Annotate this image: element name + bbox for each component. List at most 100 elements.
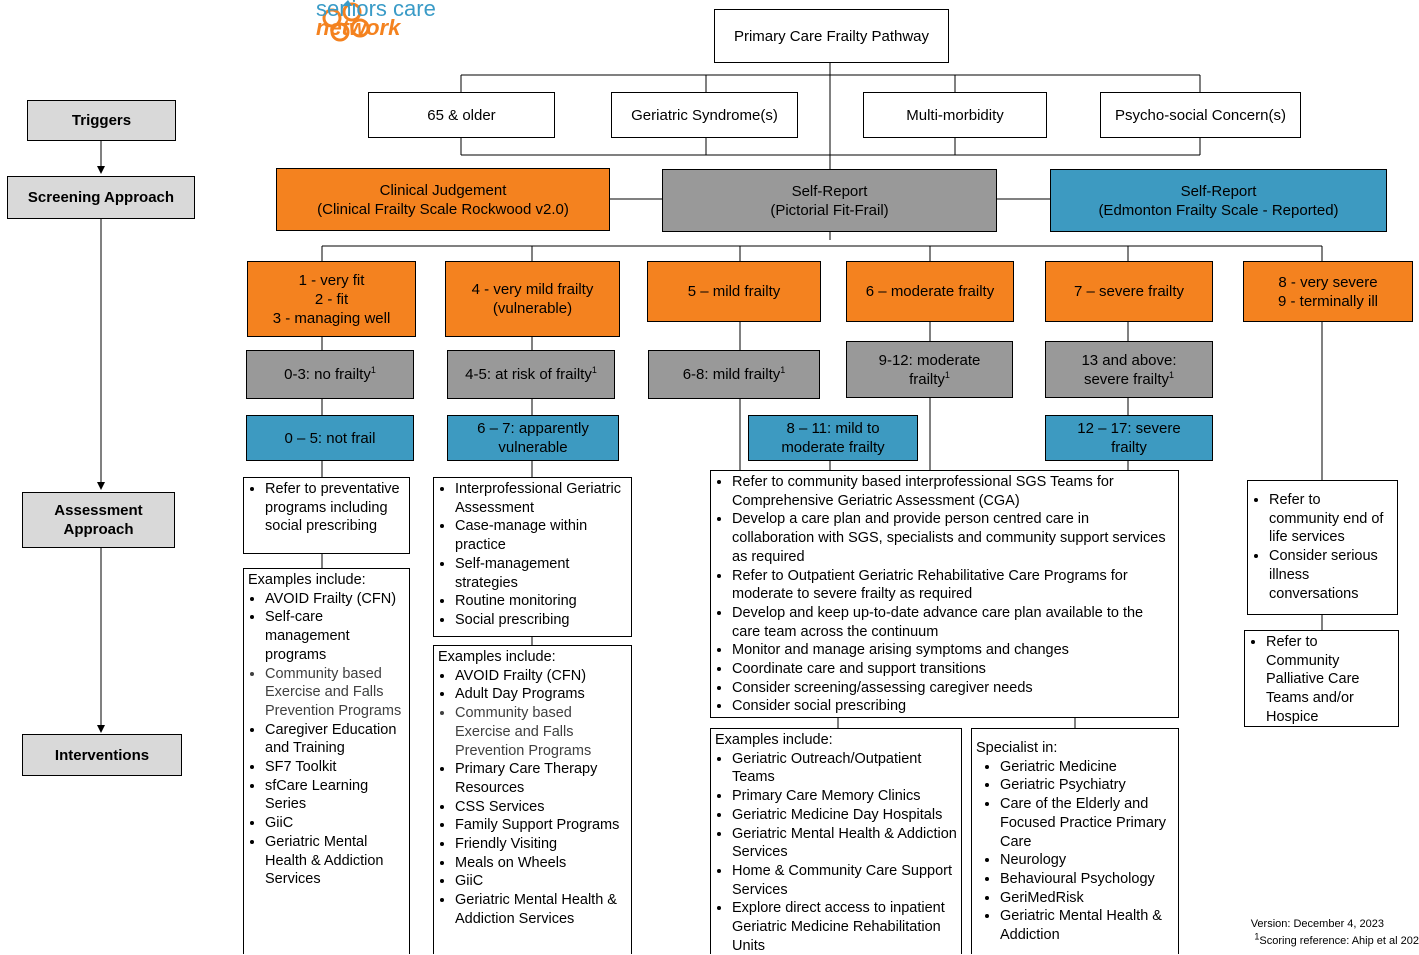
- scoring-reference: 1Scoring reference: Ahip et al 202: [1254, 932, 1419, 947]
- trigger-text: Geriatric Syndrome(s): [631, 106, 778, 124]
- cfs-line: 3 - managing well: [272, 309, 391, 327]
- side-label-assessment-text: Assessment Approach: [54, 502, 143, 538]
- fitfrail-text: 0-3: no frailty: [284, 366, 371, 383]
- interventions-box-4: Specialist in: Geriatric Medicine Geriat…: [971, 728, 1179, 954]
- list-item: Geriatric Psychiatry: [1000, 776, 1174, 795]
- footnote-marker: 1: [1169, 369, 1175, 380]
- cfs-score-box: 1 - very fit 2 - fit 3 - managing well: [247, 261, 416, 337]
- edmonton-score-box: 0 – 5: not frail: [246, 415, 414, 461]
- list-item: Self-management strategies: [455, 555, 627, 592]
- list-item: Friendly Visiting: [455, 835, 627, 854]
- side-label-triggers-text: Triggers: [71, 112, 132, 129]
- specialist-heading: Specialist in:: [976, 740, 1058, 756]
- version-text: Version: December 4, 2023: [1250, 918, 1384, 930]
- fitfrail-line: 6-8: mild frailty1: [683, 365, 786, 384]
- cfs-line: 4 - very mild frailty: [471, 281, 594, 298]
- edmonton-score-box: 8 – 11: mild to moderate frailty: [748, 415, 918, 461]
- list-item: Social prescribing: [455, 611, 627, 630]
- list-item: GiiC: [455, 872, 627, 891]
- list-item: Consider screening/assessing caregiver n…: [732, 679, 1174, 698]
- fitfrail-line: 0-3: no frailty1: [284, 365, 376, 384]
- fitfrail-text: 4-5: at risk of frailty: [465, 366, 592, 383]
- side-label-screening-text: Screening Approach: [27, 189, 175, 206]
- pathway-title-text: Primary Care Frailty Pathway: [733, 27, 930, 45]
- fitfrail-text: 9-12: moderate: [878, 351, 981, 369]
- list-item: Explore direct access to inpatient Geria…: [732, 899, 957, 955]
- screening-line: (Pictorial Fit-Frail): [770, 201, 889, 219]
- cfs-line: 9 - terminally ill: [1277, 292, 1379, 310]
- list-item: Primary Care Therapy Resources: [455, 760, 627, 797]
- list-item: Geriatric Medicine Day Hospitals: [732, 806, 957, 825]
- interventions-box-5: Refer to Community Palliative Care Teams…: [1244, 630, 1399, 727]
- list-item: AVOID Frailty (CFN): [265, 590, 405, 609]
- interventions-box-3: Examples include: Geriatric Outreach/Out…: [710, 728, 962, 954]
- list-item: GeriMedRisk: [1000, 889, 1174, 908]
- list-item: Community based Exercise and Falls Preve…: [265, 665, 405, 721]
- list-item: Family Support Programs: [455, 816, 627, 835]
- screening-line: Self-Report: [791, 182, 868, 200]
- list-item: GiiC: [265, 814, 405, 833]
- list-item: Consider social prescribing: [732, 697, 1174, 716]
- list-item: Caregiver Education and Training: [265, 721, 405, 758]
- fitfrail-text: frailty: [909, 370, 945, 388]
- list-item: Routine monitoring: [455, 592, 627, 611]
- screening-clinical-judgement: Clinical Judgement (Clinical Frailty Sca…: [276, 168, 610, 231]
- cfs-score-box: 8 - very severe 9 - terminally ill: [1243, 261, 1413, 322]
- list-item: Neurology: [1000, 851, 1174, 870]
- edmonton-line: vulnerable: [498, 439, 568, 456]
- footnote-marker: 1: [1254, 931, 1260, 942]
- trigger-box: Multi-morbidity: [863, 92, 1047, 138]
- list-item: Adult Day Programs: [455, 685, 627, 704]
- edmonton-score-box: 6 – 7: apparently vulnerable: [447, 415, 619, 461]
- fitfrail-score-box: 4-5: at risk of frailty1: [447, 350, 615, 399]
- edmonton-line: frailty: [1111, 439, 1147, 456]
- list-item: Care of the Elderly and Focused Practice…: [1000, 795, 1174, 851]
- side-label-interventions: Interventions: [22, 734, 182, 776]
- edmonton-line: moderate frailty: [781, 439, 885, 456]
- list-item: Community based Exercise and Falls Preve…: [455, 704, 627, 760]
- screening-line: Clinical Judgement: [379, 181, 507, 199]
- edmonton-line: 6 – 7: apparently: [477, 420, 589, 437]
- cfs-line: 5 – mild frailty: [687, 283, 781, 300]
- list-item: Geriatric Outreach/Outpatient Teams: [732, 750, 957, 787]
- fitfrail-text: 6-8: mild frailty: [682, 366, 781, 383]
- cfs-score-box: 5 – mild frailty: [647, 261, 821, 322]
- interventions-box-2: Examples include: AVOID Frailty (CFN) Ad…: [433, 645, 632, 954]
- trigger-box: Psycho-social Concern(s): [1100, 92, 1301, 138]
- cfs-line: 1 - very fit: [298, 271, 365, 289]
- examples-heading: Examples include:: [715, 732, 833, 748]
- footnote-marker: 1: [944, 369, 950, 380]
- fitfrail-score-box: 0-3: no frailty1: [246, 350, 414, 399]
- list-item: SF7 Toolkit: [265, 758, 405, 777]
- list-item: Self-care management programs: [265, 608, 405, 664]
- list-item: Refer to Outpatient Geriatric Rehabilita…: [732, 567, 1174, 604]
- logo-text-network: network: [316, 15, 401, 40]
- list-item: Geriatric Mental Health & Addiction Serv…: [265, 833, 405, 889]
- cfs-line: 7 – severe frailty: [1073, 283, 1185, 300]
- fitfrail-line: frailty1: [909, 370, 950, 389]
- fitfrail-text: severe frailty: [1083, 370, 1169, 388]
- list-item: Geriatric Mental Health & Addiction Serv…: [732, 825, 957, 862]
- fitfrail-score-box: 13 and above: severe frailty1: [1045, 341, 1213, 398]
- list-item: Refer to community end of life services: [1269, 491, 1393, 547]
- side-label-assessment: Assessment Approach: [22, 492, 175, 548]
- trigger-box: 65 & older: [368, 92, 555, 138]
- examples-heading: Examples include:: [248, 572, 366, 588]
- assessment-box-mild-to-severe: Refer to community based interprofession…: [710, 470, 1179, 718]
- logo-text-seniors-care: seniors care: [316, 0, 436, 21]
- list-item: CSS Services: [455, 798, 627, 817]
- screening-line: (Clinical Frailty Scale Rockwood v2.0): [317, 200, 569, 218]
- list-item: Refer to preventative programs including…: [265, 480, 405, 536]
- cfs-score-box: 4 - very mild frailty (vulnerable): [445, 261, 620, 337]
- screening-line: (Edmonton Frailty Scale - Reported): [1098, 201, 1339, 219]
- list-item: Geriatric Mental Health & Addiction: [1000, 907, 1174, 944]
- assessment-box-no-frailty: Refer to preventative programs including…: [243, 477, 410, 554]
- side-label-interventions-text: Interventions: [54, 746, 150, 764]
- fitfrail-score-box: 9-12: moderate frailty1: [846, 341, 1013, 398]
- list-item: Monitor and manage arising symptoms and …: [732, 641, 1174, 660]
- list-item: Coordinate care and support transitions: [732, 660, 1174, 679]
- list-item: Interprofessional Geriatric Assessment: [455, 480, 627, 517]
- list-item: Primary Care Memory Clinics: [732, 787, 957, 806]
- screening-edmonton: Self-Report (Edmonton Frailty Scale - Re…: [1050, 169, 1387, 232]
